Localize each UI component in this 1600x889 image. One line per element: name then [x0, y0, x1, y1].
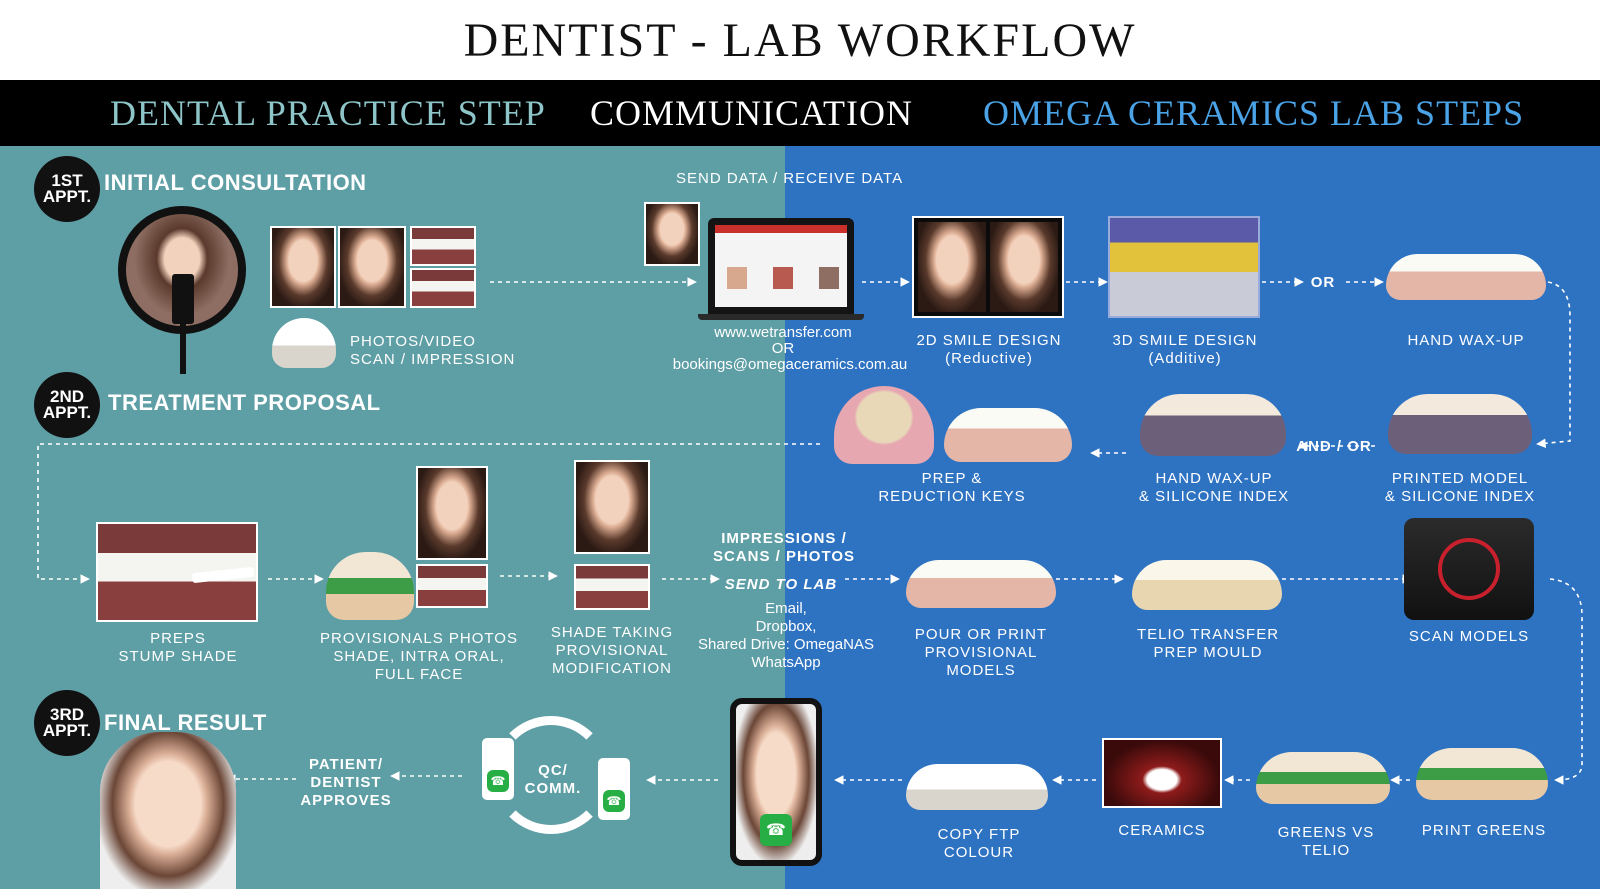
photo-front-face [338, 226, 406, 308]
whatsapp-icon: ☎ [487, 770, 509, 792]
appointment-2-badge: 2ND APPT. [34, 372, 100, 438]
label-provisionals: PROVISIONALS PHOTOS SHADE, INTRA ORAL, F… [320, 630, 518, 683]
label-printed-model: PRINTED MODEL & SILICONE INDEX [1384, 470, 1536, 505]
screen-thumb-3 [819, 267, 839, 289]
workflow-canvas: 1ST APPT. INITIAL CONSULTATION 2ND APPT.… [0, 146, 1600, 889]
arrow-prep-to-practice [37, 443, 820, 584]
label-impressions-scans: IMPRESSIONS / SCANS / PHOTOS [712, 530, 856, 565]
smartphone-icon: ☎ [730, 698, 822, 866]
label-and-or: AND / OR [1296, 438, 1372, 455]
hand-waxup-index-model [1140, 394, 1286, 456]
label-prep-reduction: PREP & REDUCTION KEYS [878, 470, 1026, 505]
label-shade-taking: SHADE TAKING PROVISIONAL MODIFICATION [550, 624, 674, 677]
label-scan-models: SCAN MODELS [1408, 628, 1530, 645]
smile-2d-face-left [918, 222, 986, 312]
prep-key-arch [944, 408, 1072, 462]
laptop-base [698, 314, 864, 320]
laptop-icon [708, 218, 854, 314]
label-greens-vs-telio: GREENS VS TELIO [1277, 824, 1375, 859]
appointment-2-word: APPT. [42, 403, 92, 422]
appointment-3-badge: 3RD APPT. [34, 690, 100, 756]
label-send-to-lab: SEND TO LAB [724, 576, 838, 593]
flow-arrows [37, 277, 1583, 785]
label-telio-transfer: TELIO TRANSFER PREP MOULD [1136, 626, 1280, 661]
photo-provisional-mouth [416, 564, 488, 608]
photo-shade-mouth [574, 564, 650, 610]
header-omega-lab: OMEGA CERAMICS LAB STEPS [983, 93, 1525, 133]
photo-profile [270, 226, 336, 308]
header-dental-practice: DENTAL PRACTICE STEP [110, 93, 546, 133]
copy-ftp-crowns [906, 764, 1048, 810]
printed-model-index [1388, 394, 1532, 454]
arrow-waxup-down [1536, 281, 1571, 449]
label-or-arrow: OR [1310, 274, 1336, 291]
photo-send-face [644, 202, 700, 266]
provisional-tray [326, 552, 414, 620]
column-header-bar: DENTAL PRACTICE STEP COMMUNICATION OMEGA… [0, 80, 1600, 146]
smartphone-screen: ☎ [736, 704, 816, 860]
appointment-2-number: 2ND [49, 387, 84, 406]
scanner-ring [1438, 538, 1500, 600]
photo-final-result [100, 732, 236, 889]
telio-mould-model [1132, 560, 1282, 610]
stage-initial-consultation: INITIAL CONSULTATION [104, 170, 367, 195]
photo-provisional-face [416, 466, 488, 560]
pour-print-model [906, 560, 1056, 608]
label-wetransfer: www.wetransfer.com [714, 324, 852, 341]
smile-3d-frame [1108, 216, 1260, 318]
label-ceramics: CERAMICS [1118, 822, 1206, 839]
prep-key-palate [834, 386, 934, 464]
photo-smile-bottom [410, 268, 476, 308]
greens-vs-telio-model [1256, 752, 1390, 804]
ceramics-photo [1102, 738, 1222, 808]
label-bookings-email: bookings@omegaceramics.com.au [672, 356, 908, 373]
appointment-3-number: 3RD [49, 705, 84, 724]
label-print-greens: PRINT GREENS [1421, 822, 1547, 839]
label-qc-comm: QC/ COMM. [524, 762, 582, 797]
appointment-1-word: APPT. [42, 187, 92, 206]
stage-final-result: FINAL RESULT [104, 710, 267, 735]
label-hand-waxup-index: HAND WAX-UP & SILICONE INDEX [1138, 470, 1290, 505]
screen-thumb-1 [727, 267, 747, 289]
smartphone-whatsapp-icon: ☎ [760, 814, 792, 846]
stage-treatment-proposal: TREATMENT PROPOSAL [108, 390, 381, 415]
scanner-icon [1404, 518, 1534, 620]
photo-smile-top [410, 226, 476, 266]
hand-waxup-model [1386, 254, 1546, 300]
cycle-arrows-icon [492, 716, 610, 834]
screen-bar [715, 225, 847, 233]
phone-on-stand [172, 274, 194, 324]
print-greens-model [1416, 748, 1548, 800]
photo-preps-stump [96, 522, 258, 622]
laptop-screen [715, 225, 847, 307]
arrow-scan-down [1549, 578, 1583, 785]
smile-2d-face-right [990, 222, 1058, 312]
label-send-receive: SEND DATA / RECEIVE DATA [676, 170, 904, 187]
page-title: DENTIST - LAB WORKFLOW [463, 13, 1137, 67]
label-smile-2d: 2D SMILE DESIGN (Reductive) [916, 332, 1062, 367]
scan-teeth-model [272, 318, 336, 368]
appointment-1-badge: 1ST APPT. [34, 156, 100, 222]
label-preps-stump: PREPS STUMP SHADE [118, 630, 238, 665]
label-pour-print: POUR OR PRINT PROVISIONAL MODELS [914, 626, 1048, 679]
label-or-communication: OR [771, 340, 795, 357]
smile-2d-frame [912, 216, 1064, 318]
appointment-1-number: 1ST [51, 171, 83, 190]
ring-light-icon [118, 206, 246, 334]
label-patient-approves: PATIENT/ DENTIST APPROVES [300, 756, 392, 809]
whatsapp-icon-practice: ☎ [603, 790, 625, 812]
label-smile-3d: 3D SMILE DESIGN (Additive) [1112, 332, 1258, 367]
screen-thumb-2 [773, 267, 793, 289]
label-photos-scan: PHOTOS/VIDEO SCAN / IMPRESSION [350, 333, 516, 368]
header-communication: COMMUNICATION [590, 93, 914, 133]
appointment-3-word: APPT. [42, 721, 92, 740]
label-channels: Email, Dropbox, Shared Drive: OmegaNAS W… [698, 600, 874, 671]
label-copy-ftp: COPY FTP COLOUR [937, 826, 1021, 861]
label-hand-waxup: HAND WAX-UP [1407, 332, 1525, 349]
tripod-stem [180, 324, 186, 374]
photo-shade-face [574, 460, 650, 554]
